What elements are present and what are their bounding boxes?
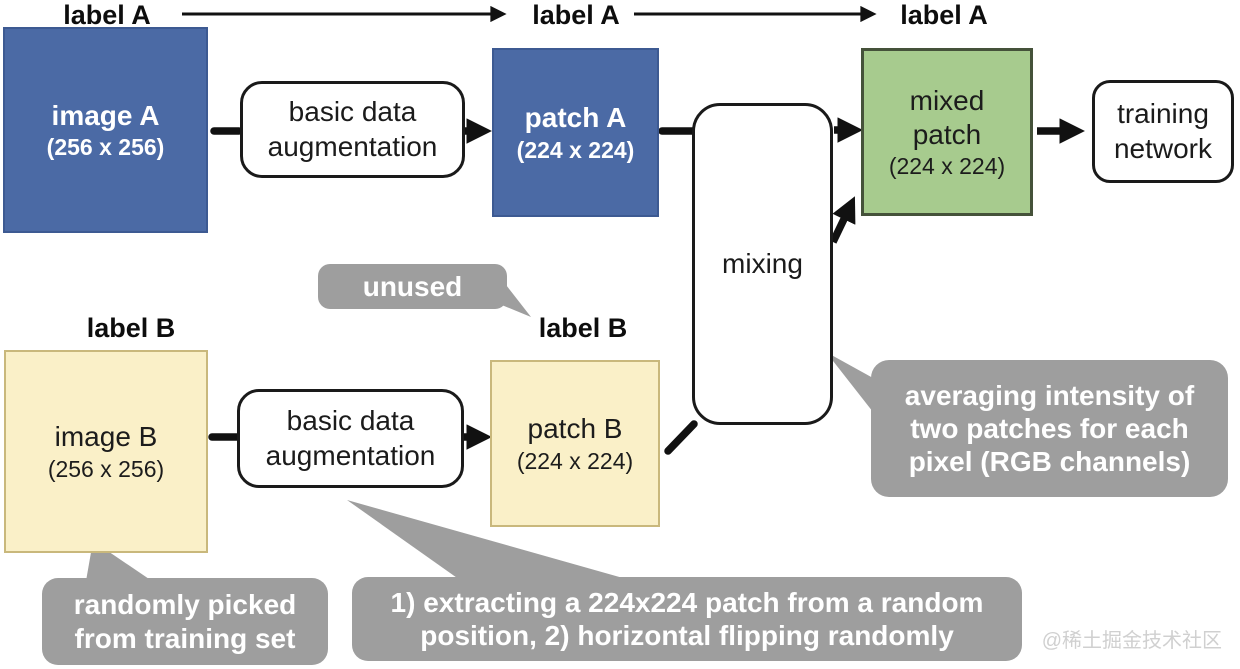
training-network-label: training network — [1113, 98, 1213, 164]
averaging-text: averaging intensity of two patches for e… — [904, 379, 1195, 478]
basic-augmentation-node-a: basic data augmentation — [240, 81, 465, 178]
mixed-patch-title: mixed patch — [909, 84, 985, 150]
mixing-label: mixing — [722, 247, 803, 279]
averaging-callout-tail — [826, 352, 873, 412]
patch-b-size: (224 x 224) — [516, 447, 634, 474]
mixing-node: mixing — [692, 103, 833, 425]
extracting-text: 1) extracting a 224x224 patch from a ran… — [390, 586, 984, 651]
arrow-mixing-to-mixedpatch-diagonal — [829, 196, 856, 244]
mixed-patch-node: mixed patch (224 x 224) — [861, 48, 1033, 216]
basic-augmentation-b-label: basic data augmentation — [265, 405, 436, 471]
training-network-node: training network — [1092, 80, 1234, 183]
extracting-callout: 1) extracting a 224x224 patch from a ran… — [352, 577, 1022, 661]
extracting-callout-tail — [347, 500, 630, 580]
label-a-middle: label A — [532, 0, 620, 30]
basic-augmentation-node-b: basic data augmentation — [237, 389, 464, 488]
unused-callout-text: unused — [362, 270, 463, 302]
label-a-left: label A — [63, 0, 151, 30]
connector-patchb-to-mixing — [664, 420, 698, 455]
label-a-right: label A — [900, 0, 988, 30]
averaging-callout: averaging intensity of two patches for e… — [871, 360, 1228, 497]
patch-b-title: patch B — [527, 413, 623, 445]
patch-b-node: patch B (224 x 224) — [490, 360, 660, 527]
mixed-patch-size: (224 x 224) — [888, 153, 1006, 180]
patch-a-node: patch A (224 x 224) — [492, 48, 659, 217]
label-b-middle: label B — [538, 313, 628, 343]
image-a-size: (256 x 256) — [46, 134, 165, 161]
image-a-node: image A (256 x 256) — [3, 27, 208, 233]
randomly-picked-text: randomly picked from training set — [73, 589, 297, 654]
patch-a-title: patch A — [524, 102, 627, 134]
patch-a-size: (224 x 224) — [516, 136, 635, 163]
randomly-picked-callout: randomly picked from training set — [42, 578, 328, 665]
label-b-left: label B — [86, 313, 176, 343]
image-b-size: (256 x 256) — [47, 455, 165, 482]
image-b-title: image B — [54, 421, 158, 453]
image-a-title: image A — [51, 99, 160, 131]
basic-augmentation-a-label: basic data augmentation — [267, 96, 438, 162]
image-b-node: image B (256 x 256) — [4, 350, 208, 553]
unused-callout: unused — [318, 264, 507, 309]
watermark: @稀土掘金技术社区 — [1041, 630, 1222, 652]
